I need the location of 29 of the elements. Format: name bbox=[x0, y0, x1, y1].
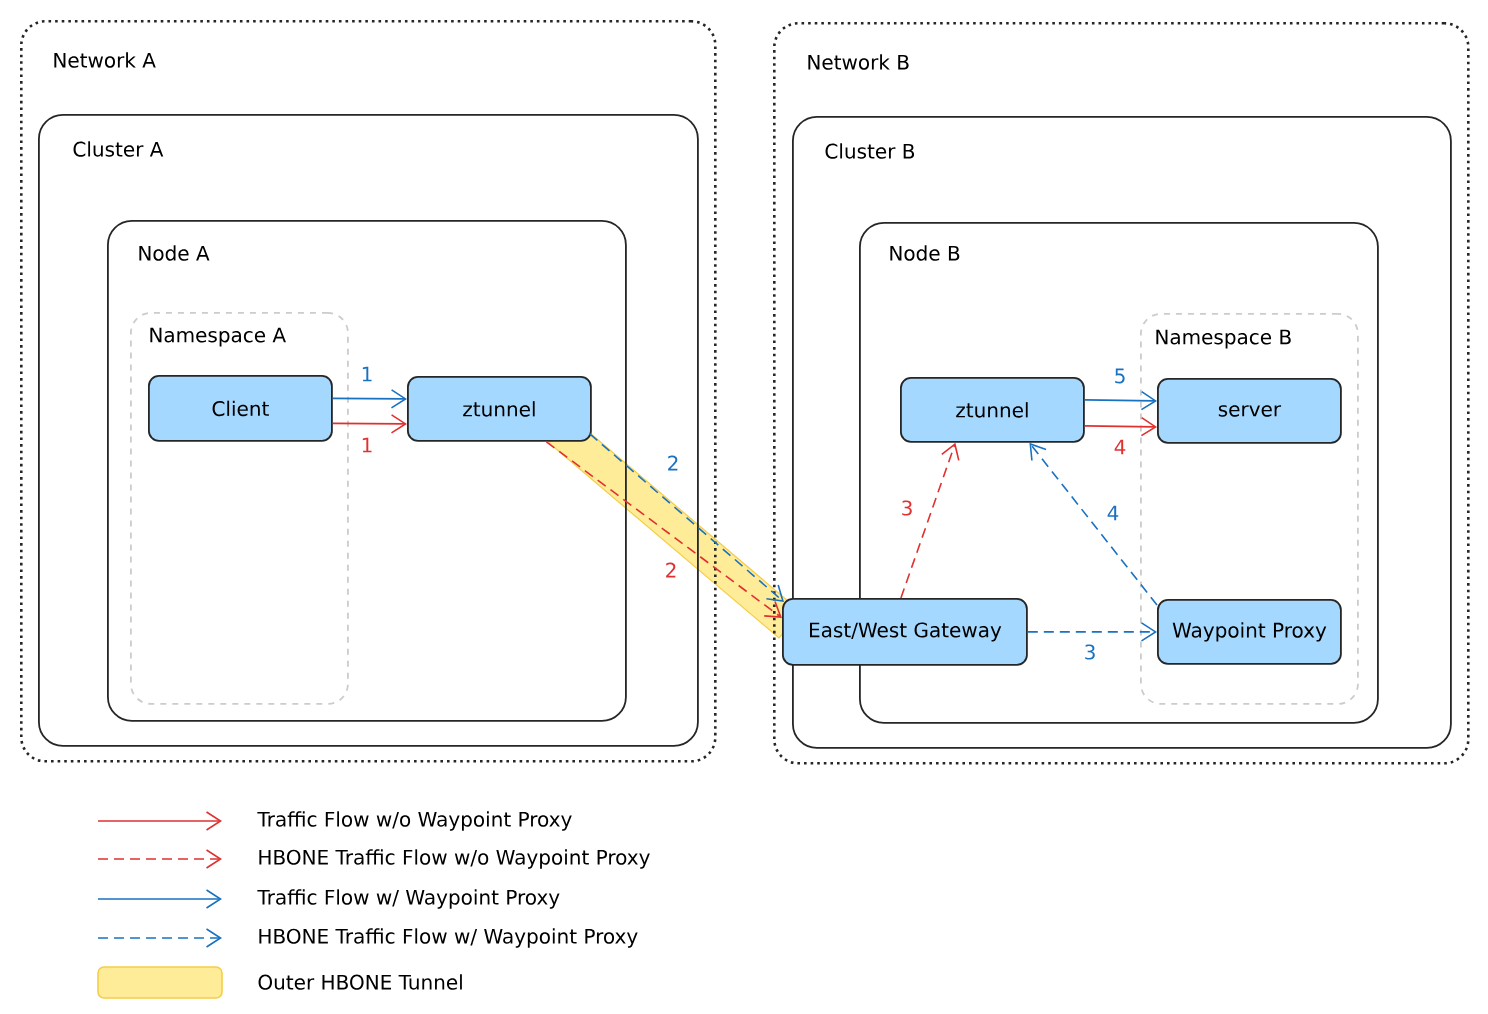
edge-label: 2 bbox=[664, 453, 682, 473]
service-box: Client bbox=[148, 375, 333, 442]
arrow bbox=[545, 441, 782, 618]
edge-label: 2 bbox=[662, 560, 680, 580]
arrow bbox=[332, 414, 407, 434]
arrow bbox=[1084, 390, 1157, 411]
legend-text: HBONE Traffic Flow w/ Waypoint Proxy bbox=[259, 928, 638, 948]
edge-label: 3 bbox=[898, 498, 916, 518]
edge-label: 5 bbox=[1111, 366, 1129, 386]
legend-text: Outer HBONE Tunnel bbox=[258, 974, 462, 990]
edge-label: 1 bbox=[358, 364, 376, 384]
service-box: ztunnel bbox=[900, 377, 1085, 443]
edge-label: 4 bbox=[1104, 503, 1122, 523]
legend-text: HBONE Traffic Flow w/o Waypoint Proxy bbox=[259, 849, 650, 869]
edge-label: 1 bbox=[358, 435, 376, 455]
arrow bbox=[589, 433, 784, 602]
arrow bbox=[1029, 442, 1158, 606]
arrow bbox=[332, 389, 407, 409]
service-box: server bbox=[1157, 378, 1342, 444]
service-box: Waypoint Proxy bbox=[1157, 599, 1342, 665]
arrow bbox=[1027, 622, 1157, 642]
arrow bbox=[900, 442, 960, 599]
legend-text: Traffic Flow w/o Waypoint Proxy bbox=[257, 811, 572, 831]
arrow bbox=[1084, 416, 1157, 437]
edge-label: 4 bbox=[1111, 437, 1129, 457]
service-box: ztunnel bbox=[407, 376, 592, 442]
legend-text: Traffic Flow w/ Waypoint Proxy bbox=[257, 889, 560, 909]
edge-label: 3 bbox=[1081, 642, 1099, 662]
service-box: East/West Gateway bbox=[782, 598, 1028, 666]
